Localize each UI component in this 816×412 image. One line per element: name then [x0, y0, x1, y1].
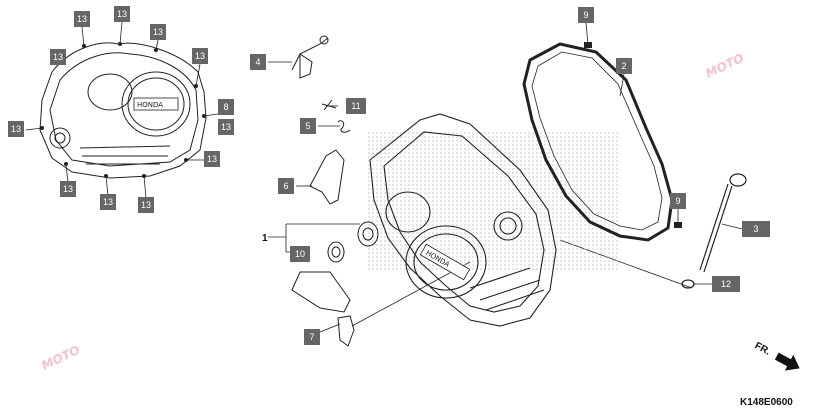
guide-part-10	[291, 271, 351, 313]
svg-text:13: 13	[77, 14, 87, 24]
svg-text:3: 3	[753, 224, 758, 234]
svg-text:12: 12	[721, 279, 731, 289]
bracket-part-6	[309, 149, 345, 205]
fr-text: FR.	[753, 340, 773, 357]
svg-text:2: 2	[621, 61, 626, 71]
bearing-part	[327, 221, 379, 263]
callout-13c: 13	[150, 24, 166, 40]
callout-8: 8	[218, 99, 234, 115]
watermark-text: MOTO	[703, 51, 746, 81]
svg-text:13: 13	[207, 154, 217, 164]
svg-text:13: 13	[195, 51, 205, 61]
logo-text-small: HONDA	[137, 101, 163, 109]
arm-part-4	[291, 35, 329, 79]
watermark-text: MOTO	[39, 343, 82, 373]
svg-text:4: 4	[255, 57, 260, 67]
callout-11: 11	[346, 98, 366, 114]
diagram-code: K148E0600	[740, 397, 793, 408]
callout-6: 6	[278, 178, 294, 194]
callout-13b: 13	[114, 6, 130, 22]
callout-13k: 13	[218, 119, 234, 135]
main-crank-dome	[385, 191, 431, 233]
callout-5: 5	[300, 118, 316, 134]
logo-badge	[133, 97, 179, 111]
callout-13j: 13	[204, 151, 220, 167]
label-1: 1	[262, 233, 268, 244]
callout-13a: 13	[74, 11, 90, 27]
pin-part-9b	[674, 222, 682, 228]
watermark-top-right: MOTO	[703, 51, 746, 81]
svg-text:8: 8	[223, 102, 228, 112]
svg-text:13: 13	[153, 27, 163, 37]
main-clutch-dome	[405, 225, 487, 299]
svg-text:13: 13	[141, 200, 151, 210]
fr-arrow-icon	[774, 352, 800, 371]
svg-text:6: 6	[283, 181, 288, 191]
svg-text:10: 10	[295, 249, 305, 259]
svg-text:13: 13	[221, 122, 231, 132]
logo-badge-main	[419, 243, 471, 281]
callout-10: 10	[290, 246, 310, 262]
callout-7: 7	[304, 329, 320, 345]
cover-clutch-dome	[121, 71, 191, 137]
oring-part-12	[681, 279, 695, 289]
dipstick-part-3	[699, 173, 747, 273]
pin-part-9a	[584, 42, 592, 48]
front-direction-indicator: FR.	[753, 340, 800, 371]
svg-text:13: 13	[117, 9, 127, 19]
cover-oil-plug-inner	[54, 132, 66, 144]
callout-12: 12	[712, 276, 740, 292]
callout-13d: 13	[192, 48, 208, 64]
callout-13g: 13	[60, 181, 76, 197]
gasket-2	[522, 42, 674, 242]
svg-text:13: 13	[53, 52, 63, 62]
svg-text:9: 9	[583, 10, 588, 20]
gasket-2-inner	[531, 51, 663, 231]
clip-part-11	[321, 99, 337, 111]
main-cover	[369, 113, 557, 327]
main-cover-outline	[369, 113, 557, 327]
callout-9b: 9	[670, 193, 686, 209]
callout-9a: 9	[578, 7, 594, 23]
callout-4: 4	[250, 54, 266, 70]
callout-3: 3	[742, 221, 770, 237]
cover-outer-view	[39, 42, 207, 179]
cover-part-7	[337, 315, 355, 347]
callout-13f: 13	[8, 121, 24, 137]
cover-oil-plug	[49, 127, 71, 149]
cover-clutch-dome-inner	[127, 77, 185, 131]
spring-part-5	[337, 120, 351, 133]
hatch-area	[368, 130, 618, 270]
callout-13h: 13	[100, 194, 116, 210]
svg-text:13: 13	[63, 184, 73, 194]
svg-text:13: 13	[103, 197, 113, 207]
cover-outline	[39, 42, 207, 179]
main-cover-inner	[383, 131, 545, 313]
svg-text:5: 5	[305, 121, 310, 131]
main-clutch-dome-inner	[413, 233, 479, 291]
callout-13e: 13	[50, 49, 66, 65]
callout-13i: 13	[138, 197, 154, 213]
cover-ribs	[79, 145, 171, 165]
callout-2: 2	[616, 58, 632, 74]
main-oil-filler	[493, 211, 523, 241]
svg-text:9: 9	[675, 196, 680, 206]
cover-crank-dome	[87, 73, 133, 111]
svg-text:13: 13	[11, 124, 21, 134]
svg-text:7: 7	[309, 332, 314, 342]
cover-inner-outline	[49, 52, 199, 167]
main-cover-ribs	[469, 267, 545, 311]
main-oil-filler-inner	[499, 217, 517, 235]
watermark-bottom-left: MOTO	[39, 343, 82, 373]
svg-text:11: 11	[351, 101, 360, 111]
